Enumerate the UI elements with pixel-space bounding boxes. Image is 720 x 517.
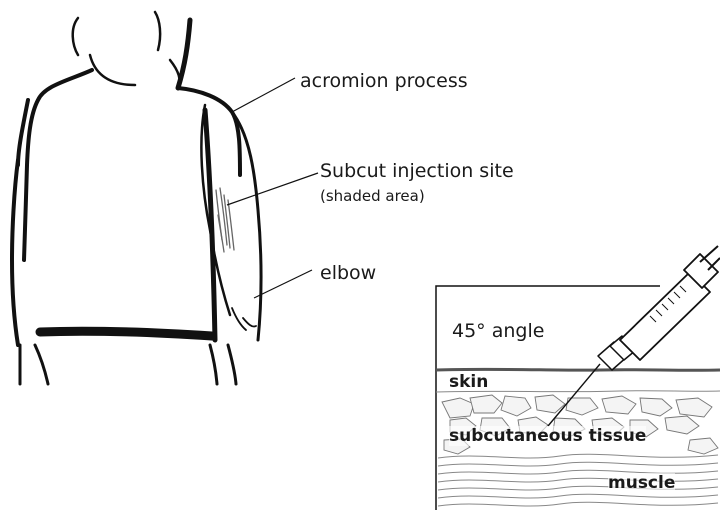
subcut-site-label: Subcut injection site [320, 160, 514, 182]
shaded-area-label: (shaded area) [320, 187, 425, 205]
skin-surface-line [436, 369, 720, 370]
subcutaneous-label: subcutaneous tissue [449, 426, 646, 446]
subcut-leader [227, 173, 318, 205]
elbow-leader [254, 270, 312, 298]
syringe-barrel [620, 272, 710, 360]
needle [548, 364, 600, 426]
shaded-injection-area [216, 188, 234, 252]
acromion-label: acromion process [300, 70, 468, 92]
angle-label: 45° angle [452, 320, 544, 342]
human-figure [12, 12, 261, 384]
muscle-label: muscle [608, 473, 675, 493]
muscle-layer [438, 454, 718, 506]
skin-label: skin [449, 372, 488, 392]
leader-lines [227, 78, 318, 298]
elbow-label: elbow [320, 262, 376, 284]
acromion-leader [232, 78, 295, 112]
